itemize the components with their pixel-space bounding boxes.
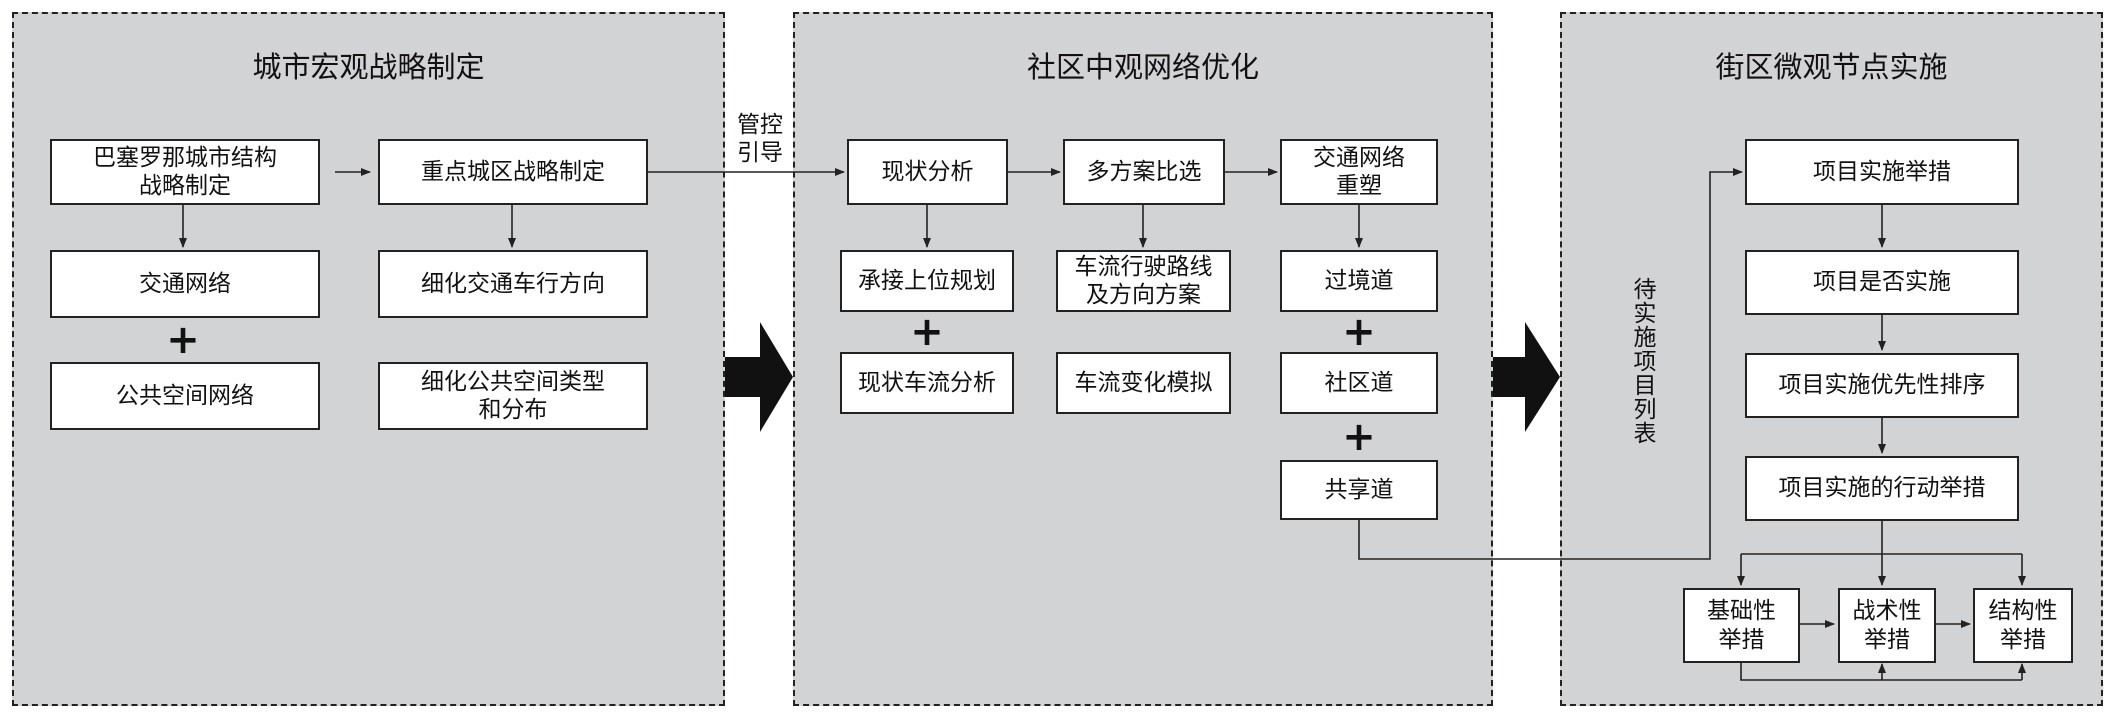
pending-project-list-label: 待实施项目列表 <box>1633 277 1657 447</box>
plus-sign: + <box>1342 414 1376 460</box>
micro-panel-title: 街区微观节点实施 <box>1715 50 1948 84</box>
macro-panel-title: 城市宏观战略制定 <box>252 50 485 84</box>
plus-sign: + <box>910 309 944 355</box>
box-traffic-network: 交通网络 <box>50 250 320 318</box>
box-project-measures: 项目实施举措 <box>1745 139 2019 205</box>
box-status-analysis: 现状分析 <box>847 139 1008 205</box>
box-key-district-strategy: 重点城区战略制定 <box>378 139 648 205</box>
bottom-loop-line <box>1740 663 2022 681</box>
guide-label: 管控 引导 <box>737 112 783 166</box>
box-flow-change-simulation: 车流变化模拟 <box>1056 352 1231 414</box>
box-basic-measures: 基础性 举措 <box>1683 588 1800 663</box>
box-refine-public-space: 细化公共空间类型 和分布 <box>378 362 648 430</box>
big-flow-arrow-2 <box>1493 322 1560 432</box>
box-structural-measures: 结构性 举措 <box>1973 588 2073 663</box>
box-shared-road: 共享道 <box>1280 460 1438 520</box>
big-flow-arrow-1 <box>725 322 793 432</box>
box-project-action-measures: 项目实施的行动举措 <box>1745 456 2019 521</box>
box-public-space-network: 公共空间网络 <box>50 362 320 430</box>
box-route-direction-plan: 车流行驶路线 及方向方案 <box>1056 250 1231 312</box>
box-traffic-flow-analysis: 现状车流分析 <box>840 352 1014 414</box>
arrow-shared-to-measures <box>1358 168 1743 560</box>
box-project-whether-implement: 项目是否实施 <box>1745 250 2019 315</box>
box-traffic-network-reshape: 交通网络 重塑 <box>1280 139 1438 205</box>
box-community-road: 社区道 <box>1280 352 1438 414</box>
box-barcelona-strategy: 巴塞罗那城市结构 战略制定 <box>50 139 320 205</box>
box-project-priority-ranking: 项目实施优先性排序 <box>1745 353 2019 418</box>
box-inherit-upper-plan: 承接上位规划 <box>840 250 1014 312</box>
box-tactical-measures: 战术性 举措 <box>1838 588 1936 663</box>
plus-sign: + <box>1342 309 1376 355</box>
box-through-road: 过境道 <box>1280 250 1438 312</box>
box-refine-traffic-direction: 细化交通车行方向 <box>378 250 648 318</box>
meso-panel-title: 社区中观网络优化 <box>1026 50 1259 84</box>
plus-sign: + <box>166 317 200 363</box>
macro-panel: 城市宏观战略制定 <box>12 12 725 706</box>
box-multi-plan-compare: 多方案比选 <box>1063 139 1225 205</box>
